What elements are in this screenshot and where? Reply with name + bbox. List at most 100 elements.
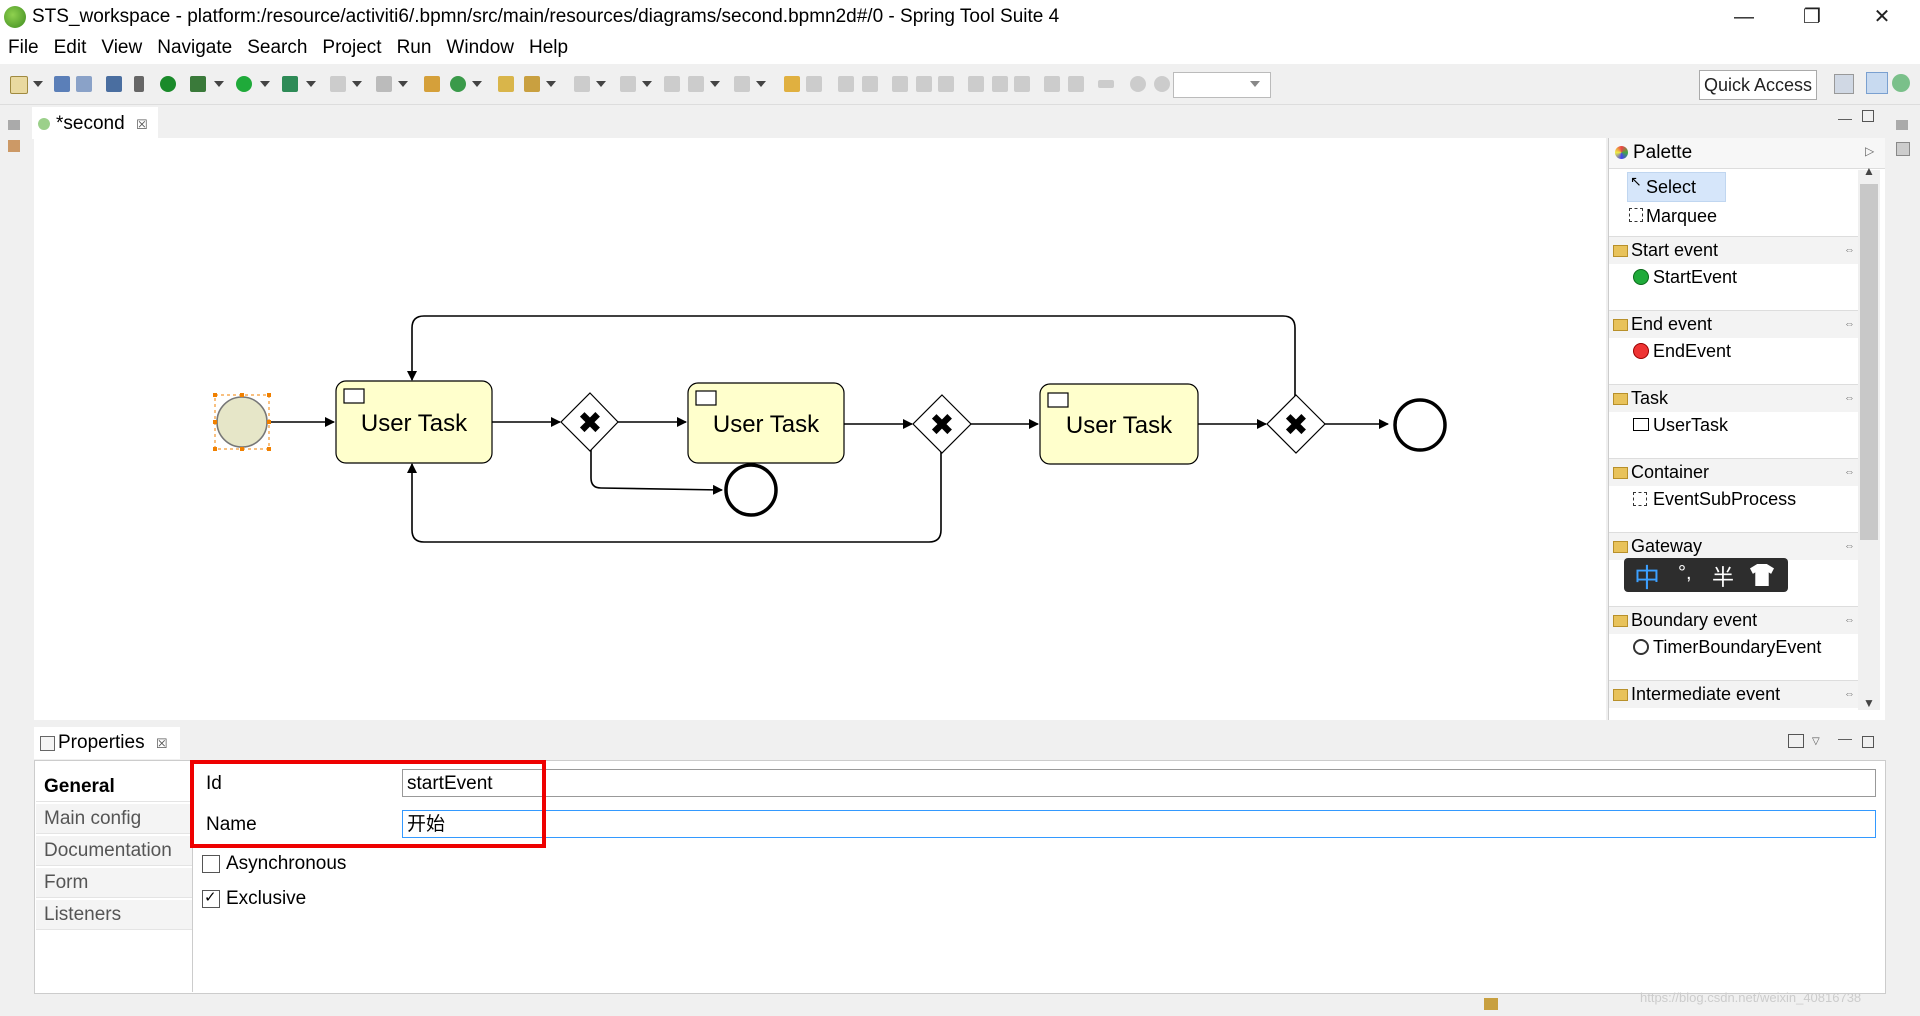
zoom-combo[interactable] [1173,72,1271,98]
view-minimize-icon[interactable]: — [1838,730,1852,746]
chevron-down-icon[interactable]: ▼ [1863,696,1875,710]
restore-view-icon[interactable] [8,120,20,130]
ime-punctuation-mode[interactable]: °, [1678,562,1692,584]
diagram-canvas[interactable]: User Task User Task User Task ✖ ✖ ✖ [34,138,1606,720]
minimize-button[interactable]: — [1734,6,1754,28]
exclusive-gateway-2[interactable]: ✖ [912,394,972,454]
chevron-up-icon[interactable]: ▲ [1863,164,1875,178]
section-tab-listeners[interactable]: Listeners [36,900,192,930]
quick-access-input[interactable]: Quick Access [1699,70,1817,100]
end-event-2[interactable] [1393,398,1447,452]
match-width-icon[interactable] [1044,76,1060,92]
link-icon[interactable] [806,76,822,92]
user-task-1[interactable]: User Task [335,380,493,464]
new-dropdown-icon[interactable] [33,81,43,87]
name-field[interactable]: 开始 [402,810,1876,838]
palette-drawer-end-event[interactable]: End event⇔ [1609,310,1859,338]
external-tools-dropdown-icon[interactable] [306,81,316,87]
zoom-out-icon[interactable] [1130,76,1146,92]
prev-annotation-icon[interactable] [620,76,636,92]
save-all-icon[interactable] [76,76,92,92]
pin-view-icon[interactable] [1788,734,1804,748]
disconnect-icon[interactable] [376,76,392,92]
close-icon[interactable]: ☒ [135,117,148,132]
restore-outline-icon[interactable] [1896,120,1908,130]
section-tab-general[interactable]: General [36,772,192,802]
close-button[interactable]: ✕ [1873,6,1891,28]
palette-drawer-gateway[interactable]: Gateway⇔ [1609,532,1859,560]
menu-file[interactable]: File [8,37,39,58]
align-right-icon[interactable] [938,76,954,92]
debug-perspective-icon[interactable] [1892,74,1910,92]
search-dropdown-icon[interactable] [546,81,556,87]
back-icon[interactable] [688,76,704,92]
editor-tab-second[interactable]: *second ☒ [32,107,158,139]
palette-tool-marquee[interactable]: Marquee [1627,204,1767,230]
section-tab-main-config[interactable]: Main config [36,804,192,834]
layout-icon[interactable] [1098,80,1114,88]
palette-drawer-intermediate-event[interactable]: Intermediate event⇔ [1609,680,1859,708]
editor-minimize-icon[interactable]: — [1838,110,1852,126]
end-event-1[interactable] [724,463,778,517]
debug-dropdown-icon[interactable] [214,81,224,87]
flow-gw3-to-task1[interactable] [407,315,1296,408]
stop-dropdown-icon[interactable] [352,81,362,87]
user-task-2[interactable]: User Task [687,382,845,464]
menu-help[interactable]: Help [529,37,569,58]
selection-handles[interactable] [213,393,271,451]
terminal-icon[interactable] [106,76,122,92]
menu-window[interactable]: Window [446,37,514,58]
ime-toolbar[interactable]: 中 °, 半 [1624,558,1788,594]
view-menu-icon[interactable]: ▽ [1812,736,1820,747]
palette-tool-select[interactable]: ↖ Select [1627,172,1726,202]
new-class-icon[interactable] [450,76,466,92]
search-tool-icon[interactable] [524,76,540,92]
status-task-icon[interactable] [1484,998,1498,1010]
menu-search[interactable]: Search [247,37,308,58]
skip-breakpoints-icon[interactable] [134,76,144,92]
flow-gw2-to-task1[interactable] [407,440,942,543]
copy-icon[interactable] [838,76,854,92]
palette-drawer-task[interactable]: Task⇔ [1609,384,1859,412]
palette-scrollbar[interactable]: ▲ ▼ [1858,164,1880,710]
new-package-icon[interactable] [424,76,440,92]
forward-icon[interactable] [734,76,750,92]
disconnect-dropdown-icon[interactable] [398,81,408,87]
exclusive-gateway-3[interactable]: ✖ [1266,394,1326,454]
java-perspective-icon[interactable] [1866,72,1888,94]
restore-button[interactable]: ❐ [1803,6,1821,28]
palette-drawer-start-event[interactable]: Start event⇔ [1609,236,1859,264]
palette-drawer-container[interactable]: Container⇔ [1609,458,1859,486]
scrollbar-thumb[interactable] [1860,184,1878,540]
align-top-icon[interactable] [968,76,984,92]
editor-maximize-icon[interactable] [1862,110,1874,122]
menu-project[interactable]: Project [322,37,382,58]
stop-icon[interactable] [330,76,346,92]
asynchronous-checkbox[interactable] [202,855,220,873]
menu-view[interactable]: View [101,37,143,58]
new-class-dropdown-icon[interactable] [472,81,482,87]
user-task-3[interactable]: User Task [1039,383,1199,465]
zoom-in-icon[interactable] [1154,76,1170,92]
properties-tab[interactable]: Properties ☒ [34,727,180,759]
align-center-icon[interactable] [916,76,932,92]
forward-dropdown-icon[interactable] [756,81,766,87]
back-dropdown-icon[interactable] [710,81,720,87]
menu-edit[interactable]: Edit [53,37,87,58]
open-perspective-icon[interactable] [1834,74,1854,94]
match-height-icon[interactable] [1068,76,1084,92]
next-annotation-dropdown-icon[interactable] [596,81,606,87]
ime-skin-icon[interactable] [1750,564,1774,586]
align-bottom-icon[interactable] [1014,76,1030,92]
section-tab-form[interactable]: Form [36,868,192,898]
align-middle-icon[interactable] [992,76,1008,92]
run-dropdown-icon[interactable] [260,81,270,87]
id-field[interactable]: startEvent [402,769,1876,797]
palette-drawer-boundary-event[interactable]: Boundary event⇔ [1609,606,1859,634]
menu-navigate[interactable]: Navigate [157,37,233,58]
align-left-icon[interactable] [892,76,908,92]
ime-chinese-mode[interactable]: 中 [1634,564,1661,594]
new-icon[interactable] [10,76,28,94]
section-tab-documentation[interactable]: Documentation [36,836,192,866]
prev-annotation-dropdown-icon[interactable] [642,81,652,87]
